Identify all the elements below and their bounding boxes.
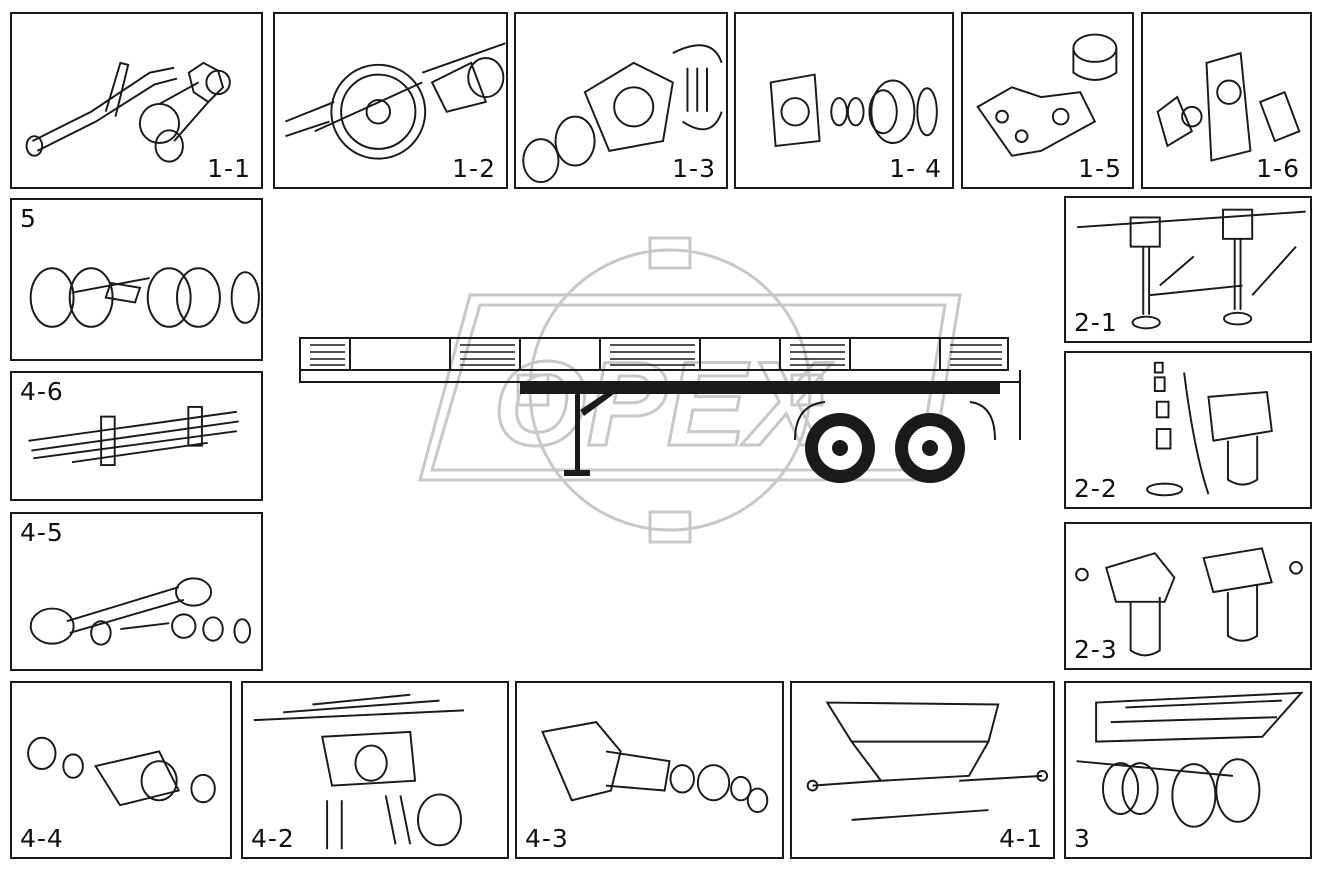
panel-label: 1-3 xyxy=(672,154,716,183)
panel-label: 5 xyxy=(20,204,37,233)
panel-2-2[interactable]: 2-2 xyxy=(1064,351,1312,509)
brake-chamber-bracket-drawing xyxy=(976,33,1118,157)
wheel-hub-bearing-drawing xyxy=(769,73,938,148)
watermark-text: OPEX xyxy=(493,337,833,471)
panel-4-4[interactable]: 4-4 xyxy=(10,681,232,859)
hub-brake-exploded-drawing xyxy=(522,44,723,184)
panel-label: 2-3 xyxy=(1074,635,1118,664)
semitrailer-drawing: OPEX xyxy=(299,236,1021,544)
panel-1-2[interactable]: 1-2 xyxy=(273,12,508,189)
panel-label: 1-5 xyxy=(1078,154,1122,183)
panel-label: 1-6 xyxy=(1256,154,1300,183)
panel-label: 4-4 xyxy=(20,824,64,853)
suspension-frame-drawing xyxy=(806,701,1049,821)
brake-assembly-drawing xyxy=(285,42,506,160)
landing-gear-housing-drawing xyxy=(1075,547,1303,657)
panel-label: 1-1 xyxy=(207,154,251,183)
panel-1-3[interactable]: 1-3 xyxy=(514,12,728,189)
brake-plate-drawing xyxy=(1156,51,1301,162)
front-axle-beam-drawing xyxy=(25,61,231,163)
panel-label: 2-2 xyxy=(1074,474,1118,503)
spring-bracket-parts-drawing xyxy=(27,736,216,807)
panel-1-5[interactable]: 1-5 xyxy=(961,12,1134,189)
landing-gear-drawing xyxy=(1077,208,1306,330)
rear-suspension-assembly-drawing xyxy=(1076,691,1304,828)
panel-4-1[interactable]: 4-1 xyxy=(790,681,1055,859)
panel-4-2[interactable]: 4-2 xyxy=(241,681,509,859)
panel-label: 2-1 xyxy=(1074,308,1118,337)
trailer-wheels xyxy=(805,413,965,483)
panel-label: 4-3 xyxy=(525,824,569,853)
panel-5[interactable]: 5 xyxy=(10,198,263,361)
panel-2-3[interactable]: 2-3 xyxy=(1064,522,1312,670)
panel-1-1[interactable]: 1-1 xyxy=(10,12,263,189)
panel-1-6[interactable]: 1-6 xyxy=(1141,12,1312,189)
wheel-axle-assembly-drawing xyxy=(29,267,260,328)
balancer-bracket-drawing xyxy=(541,721,769,814)
panel-4-5[interactable]: 4-5 xyxy=(10,512,263,671)
panel-label: 1-2 xyxy=(452,154,496,183)
panel-label: 4-1 xyxy=(999,824,1043,853)
panel-2-1[interactable]: 2-1 xyxy=(1064,196,1312,343)
leaf-spring-drawing xyxy=(28,405,239,467)
panel-label: 4-5 xyxy=(20,518,64,547)
panel-4-6[interactable]: 4-6 xyxy=(10,371,263,501)
panel-1-4[interactable]: 1- 4 xyxy=(734,12,954,189)
torque-rod-drawing xyxy=(29,577,252,646)
panel-label: 3 xyxy=(1074,824,1091,853)
panel-label: 4-2 xyxy=(251,824,295,853)
panel-label: 4-6 xyxy=(20,377,64,406)
semitrailer-overview: OPEX xyxy=(280,230,1050,550)
panel-3[interactable]: 3 xyxy=(1064,681,1312,859)
panel-label: 1- 4 xyxy=(889,154,942,183)
balancer-spring-drawing xyxy=(253,693,465,850)
panel-4-3[interactable]: 4-3 xyxy=(515,681,784,859)
landing-leg-parts-drawing xyxy=(1146,361,1273,497)
